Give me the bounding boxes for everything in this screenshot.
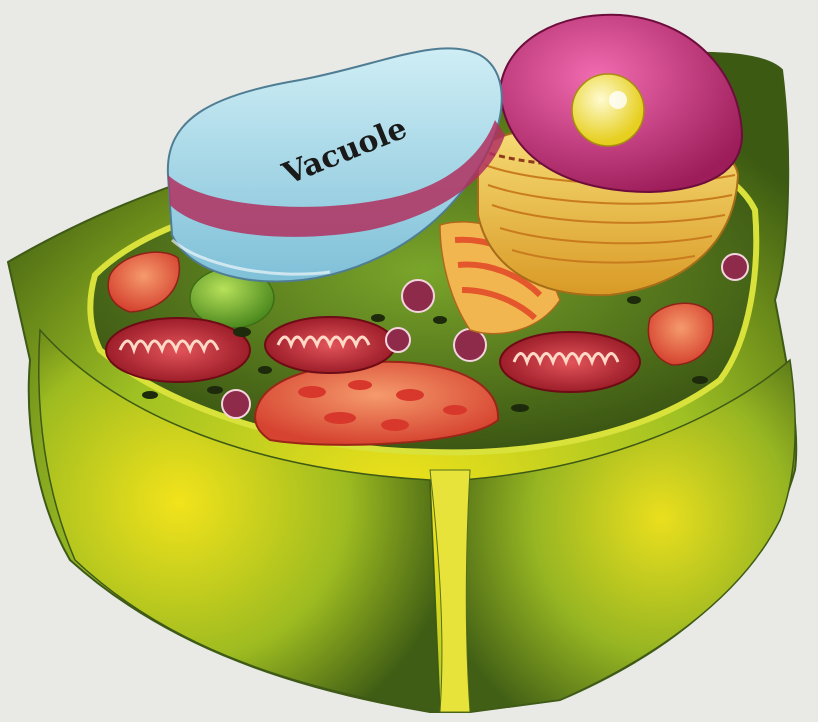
mitochondrion-left [106, 318, 250, 382]
nucleolus [572, 74, 644, 146]
mitochondrion-right [500, 332, 640, 392]
nucleolus-highlight [609, 91, 627, 109]
mitochondrion-middle [265, 317, 395, 373]
